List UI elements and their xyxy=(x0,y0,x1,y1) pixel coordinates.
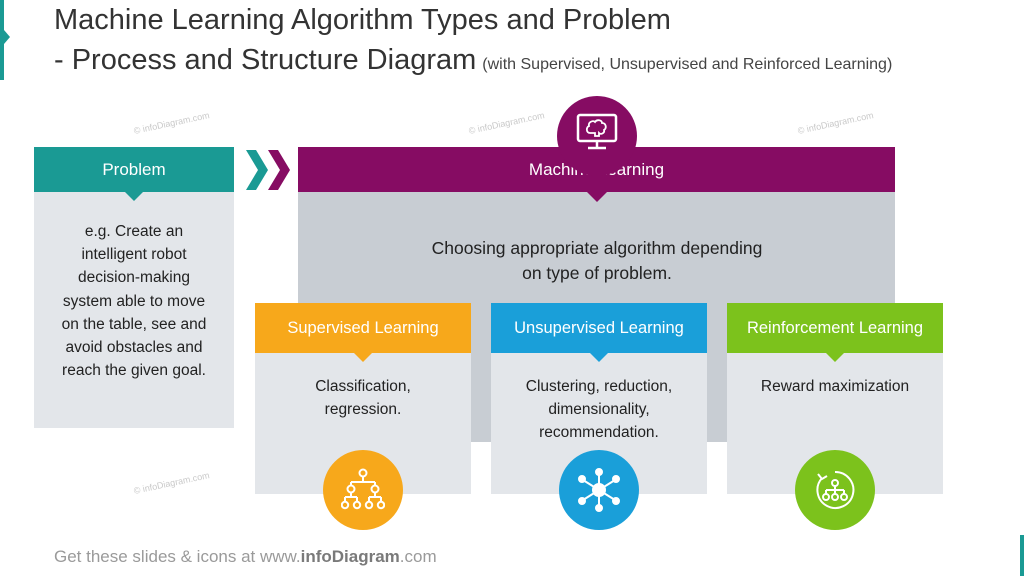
description-line: Choosing appropriate algorithm depending xyxy=(431,238,763,258)
hierarchy-tree-icon xyxy=(341,468,385,510)
footer-credit: Get these slides & icons at www.infoDiag… xyxy=(54,547,437,567)
watermark: © infoDiagram.com xyxy=(132,470,211,496)
problem-line: decision-making xyxy=(78,269,190,287)
supervised-line: regression. xyxy=(324,401,402,419)
page-title-line2: - Process and Structure Diagram (with Sup… xyxy=(54,44,892,77)
problem-text: e.g. Create an intelligent robot decisio… xyxy=(44,220,224,382)
problem-heading: Problem xyxy=(34,147,234,192)
network-hub-icon xyxy=(578,468,620,512)
problem-line: reach the given goal. xyxy=(62,362,206,380)
page-subtitle: (with Supervised, Unsupervised and Reinf… xyxy=(482,56,893,73)
supervised-heading: Supervised Learning xyxy=(255,303,471,353)
reinforcement-line: Reward maximization xyxy=(760,378,910,395)
unsupervised-line: recommendation. xyxy=(539,424,659,442)
problem-line: on the table, see and xyxy=(61,315,207,333)
brain-monitor-icon xyxy=(576,113,618,150)
description-line: on type of problem. xyxy=(522,263,672,283)
unsupervised-line: dimensionality, xyxy=(548,401,650,419)
supervised-line: Classification, xyxy=(315,378,411,395)
watermark: © infoDiagram.com xyxy=(132,110,211,136)
cycle-hierarchy-icon xyxy=(816,470,855,509)
left-accent-bar xyxy=(0,0,4,80)
reinforcement-text: Reward maximization xyxy=(727,375,943,398)
problem-line: e.g. Create an xyxy=(84,223,184,240)
problem-line: intelligent robot xyxy=(81,246,187,264)
problem-panel xyxy=(34,192,234,428)
unsupervised-line: Clustering, reduction, xyxy=(525,378,673,395)
problem-line: system able to move xyxy=(62,292,206,310)
watermark: © infoDiagram.com xyxy=(796,110,875,136)
reinforcement-pointer xyxy=(825,352,845,362)
page-title-line2-text: - Process and Structure Diagram xyxy=(54,44,477,76)
watermark: © infoDiagram.com xyxy=(467,110,546,136)
left-accent-notch xyxy=(4,30,10,44)
unsupervised-text: Clustering, reduction, dimensionality, r… xyxy=(491,375,707,445)
page-title: Machine Learning Algorithm Types and Pro… xyxy=(54,4,671,36)
unsupervised-heading: Unsupervised Learning xyxy=(491,303,707,353)
supervised-text: Classification, regression. xyxy=(255,375,471,421)
right-accent-bar xyxy=(1020,535,1024,576)
footer-brand: infoDiagram xyxy=(300,547,400,566)
reinforcement-heading: Reinforcement Learning xyxy=(727,303,943,353)
supervised-icon-circle xyxy=(323,450,403,530)
unsupervised-pointer xyxy=(589,352,609,362)
machine-learning-pointer xyxy=(586,191,608,202)
problem-pointer xyxy=(124,191,144,201)
machine-learning-description: Choosing appropriate algorithm depending… xyxy=(398,236,796,286)
problem-line: avoid obstacles and xyxy=(65,339,203,357)
double-chevron-icon xyxy=(246,150,290,190)
footer-prefix: Get these slides & icons at www. xyxy=(54,547,301,566)
footer-suffix: .com xyxy=(399,547,437,566)
supervised-pointer xyxy=(353,352,373,362)
